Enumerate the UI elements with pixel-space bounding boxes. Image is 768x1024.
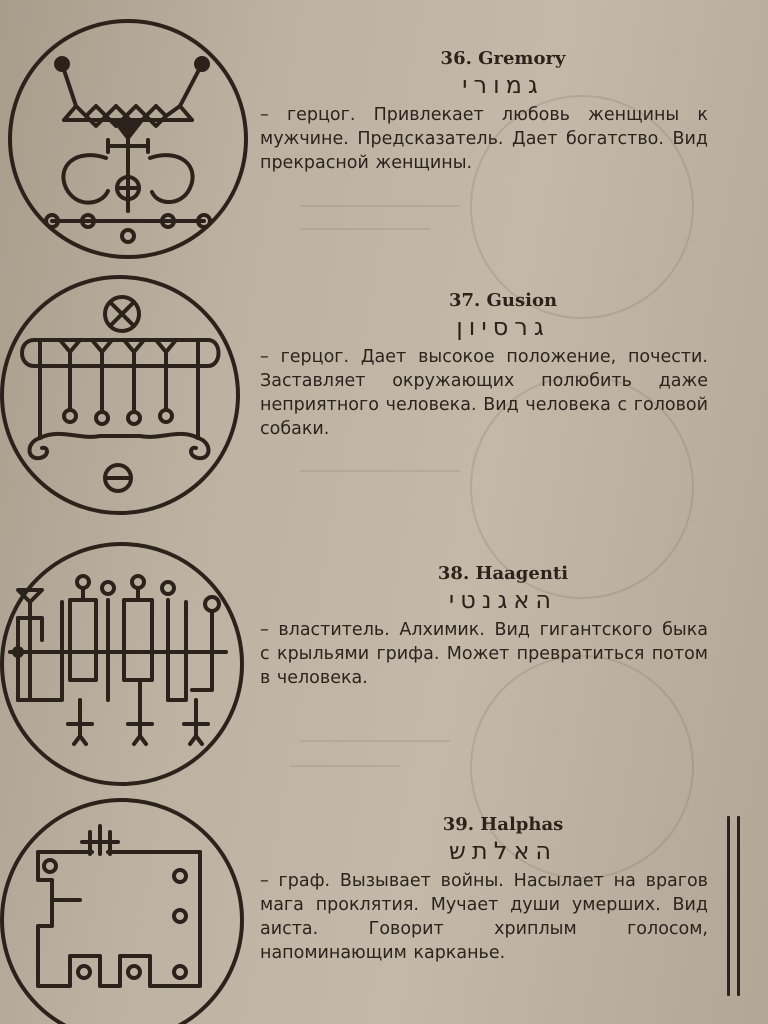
bleed-through-circle xyxy=(470,375,694,599)
entry-haagenti: 38. Haagenti האגנטי – властитель. Алхими… xyxy=(260,563,708,690)
entry-hebrew-name: גרסיון xyxy=(456,313,550,341)
entry-description: – герцог. Привлекает любовь женщины к му… xyxy=(260,105,708,173)
bleed-through-circle xyxy=(470,655,694,879)
entry-gusion: 37. Gusion גרסיון – герцог. Дает высокое… xyxy=(260,290,708,441)
entry-title: 39. Halphas xyxy=(442,814,564,835)
entry-description: – граф. Вызывает войны. Насылает на враг… xyxy=(260,871,708,963)
entry-hebrew-name: גמורי xyxy=(462,71,544,99)
entry-description: – властитель. Алхимик. Вид гигантского б… xyxy=(260,620,708,688)
haagenti-seal-icon xyxy=(0,540,248,790)
entry-gremory: 36. Gremory גמורי – герцог. Привлекает л… xyxy=(260,48,708,175)
bleed-through-line xyxy=(290,765,400,767)
gusion-seal-icon xyxy=(0,270,240,520)
gremory-seal-icon xyxy=(6,16,252,262)
entry-title: 36. Gremory xyxy=(440,48,566,69)
bleed-through-circle xyxy=(470,95,694,319)
entry-title: 37. Gusion xyxy=(448,290,558,311)
bleed-through-line xyxy=(300,228,430,230)
entry-hebrew-name: האגנטי xyxy=(448,586,558,614)
bleed-through-line xyxy=(300,205,460,207)
entry-halphas: 39. Halphas האלתש – граф. Вызывает войны… xyxy=(260,814,708,965)
margin-rule xyxy=(737,816,740,996)
bleed-through-line xyxy=(300,740,450,742)
margin-rule xyxy=(727,816,730,996)
entry-description: – герцог. Дает высокое положение, почест… xyxy=(260,347,708,439)
bleed-through-line xyxy=(300,470,460,472)
entry-hebrew-name: האלתש xyxy=(448,837,558,865)
entry-title: 38. Haagenti xyxy=(437,563,569,584)
halphas-seal-icon xyxy=(0,796,248,1024)
